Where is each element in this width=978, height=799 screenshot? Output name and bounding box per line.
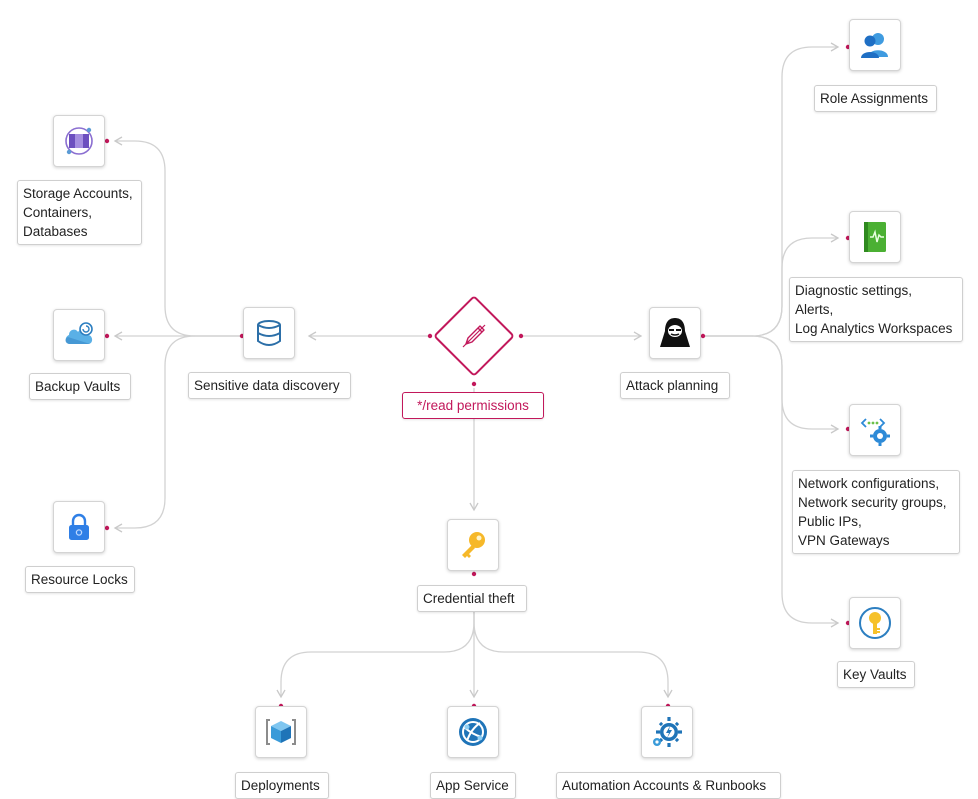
app-service-globe-icon (456, 715, 490, 749)
edge-attack-to-diagnostics (705, 233, 840, 337)
deployment-cube-icon (264, 716, 298, 748)
roles-node[interactable] (849, 19, 901, 71)
backup-label: Backup Vaults (29, 373, 131, 400)
keyvaults-node[interactable] (849, 597, 901, 649)
storage-node[interactable] (53, 115, 105, 167)
database-icon (255, 318, 283, 348)
backup-node[interactable] (53, 309, 105, 361)
appservice-label: App Service (430, 772, 516, 799)
attack-planning-label: Attack planning (620, 372, 730, 399)
lock-icon (65, 512, 93, 542)
storage-accounts-icon (62, 124, 96, 158)
locks-label: Resource Locks (25, 566, 135, 593)
credential-theft-node[interactable] (447, 519, 499, 571)
attack-planning-node[interactable] (649, 307, 701, 359)
backup-cloud-icon (62, 320, 96, 350)
edge-credential-to-automation (473, 610, 673, 699)
automation-gear-icon (649, 714, 685, 750)
users-icon (858, 30, 892, 60)
key-icon (457, 529, 489, 561)
edge-sensitive-to-storage (113, 136, 240, 337)
diagnostics-node[interactable] (849, 211, 901, 263)
deployments-node[interactable] (255, 706, 307, 758)
automation-label: Automation Accounts & Runbooks (556, 772, 781, 799)
automation-node[interactable] (641, 706, 693, 758)
diagnostic-book-icon (860, 220, 890, 254)
locks-node[interactable] (53, 501, 105, 553)
sensitive-data-label: Sensitive data discovery (188, 372, 351, 399)
network-label: Network configurations, Network security… (792, 470, 960, 554)
edit-pencil-icon (452, 314, 496, 358)
edge-attack-to-keyvaults (705, 335, 840, 628)
keyvaults-label: Key Vaults (837, 661, 915, 688)
roles-label: Role Assignments (814, 85, 937, 112)
edge-sensitive-to-locks (113, 335, 240, 533)
edge-credential-to-deployments (276, 610, 475, 699)
storage-label: Storage Accounts, Containers, Databases (17, 180, 142, 245)
diagnostics-label: Diagnostic settings, Alerts, Log Analyti… (789, 277, 963, 342)
deployments-label: Deployments (235, 772, 329, 799)
network-gear-icon (858, 413, 892, 447)
network-node[interactable] (849, 404, 901, 456)
hacker-icon (657, 315, 693, 351)
key-vault-icon (858, 606, 892, 640)
credential-theft-label: Credential theft (417, 585, 527, 612)
appservice-node[interactable] (447, 706, 499, 758)
center-label: */read permissions (402, 392, 544, 419)
sensitive-data-node[interactable] (243, 307, 295, 359)
